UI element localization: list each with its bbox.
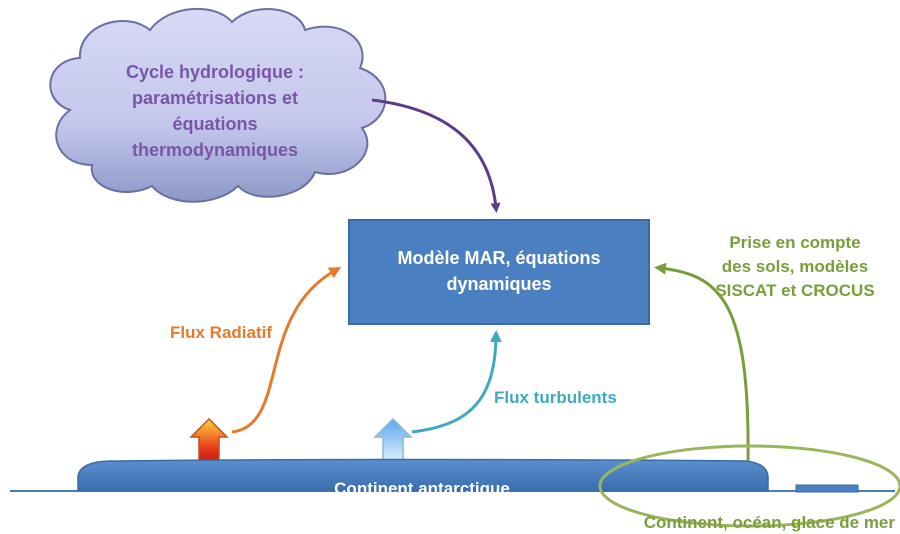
soil-label-line-2: des sols, modèles [722,257,868,276]
continent-label: Continent antarctique [334,479,510,498]
hydrologic-cycle-cloud: Cycle hydrologique : paramétrisations et… [49,7,387,203]
surface-label: Continent, océan, glace de mer [644,513,896,532]
model-box-line-2: dynamiques [446,274,551,294]
cloud-line-2: paramétrisations et [132,88,298,108]
antarctic-continent: Continent antarctique [77,458,769,498]
radiative-flux-label: Flux Radiatif [170,323,272,342]
soil-label-line-3: SISCAT et CROCUS [715,281,874,300]
model-box-rect [348,219,650,325]
turbulent-flux-arrow [411,330,502,434]
model-box-line-1: Modèle MAR, équations [397,248,600,268]
cloud-line-4: thermodynamiques [132,140,298,160]
cloud-line-1: Cycle hydrologique : [126,62,304,82]
continent-shape [77,458,769,492]
surface-ellipse [598,444,900,528]
mar-model-box: Modèle MAR, équations dynamiques [348,219,650,325]
cloud-line-3: équations [172,114,257,134]
soil-label-line-1: Prise en compte [729,233,860,252]
radiative-flux-arrow [231,267,342,434]
sea-ice-block [795,484,859,493]
hydro-cycle-arrow [371,98,501,213]
turbulent-flux-label: Flux turbulents [494,388,617,407]
soil-models-label: Prise en compte des sols, modèles SISCAT… [715,233,874,300]
soil-flux-arrow [654,262,750,463]
turbulent-block-arrow [373,417,413,467]
cloud-shape [49,7,387,203]
